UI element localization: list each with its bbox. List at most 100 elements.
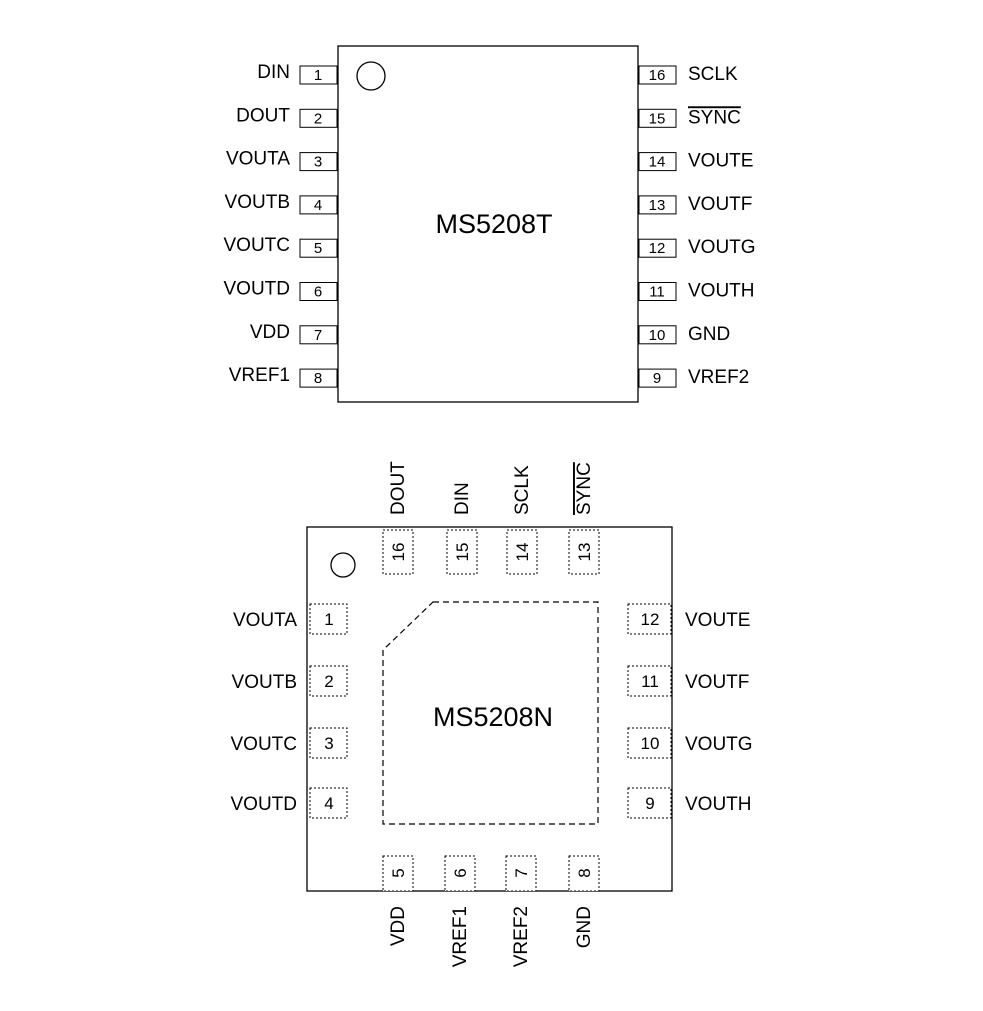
pin-name: GND [688, 324, 730, 345]
pin-number: 13 [575, 543, 594, 562]
pin-pad [299, 65, 338, 85]
pin-pad [505, 855, 537, 892]
pin-pad [382, 529, 414, 575]
pin-number: 9 [645, 794, 654, 813]
pin: 9 VREF2 [638, 367, 749, 388]
pin-name: VREF2 [688, 367, 749, 388]
pin-name: VOUTB [232, 672, 297, 693]
pin-pad [382, 855, 414, 892]
pin-number: 1 [324, 610, 333, 629]
pin-pad [638, 152, 677, 172]
pin-name: DOUT [388, 461, 409, 515]
pin-name: GND [574, 906, 595, 948]
pin-name: VREF1 [450, 906, 471, 967]
pin-number: 16 [649, 67, 666, 84]
pin-number: 5 [389, 868, 408, 877]
pin-pad [299, 108, 338, 128]
pin-pad [506, 529, 538, 575]
pin-pad [309, 603, 348, 635]
pin-number: 3 [324, 734, 333, 753]
pin-name: SCLK [688, 64, 738, 85]
pin-name: VOUTC [231, 734, 298, 755]
pin-name: VREF1 [229, 365, 290, 386]
pin: 16 SCLK [638, 64, 738, 85]
pin-number: 15 [649, 110, 666, 127]
pin-name: VREF2 [511, 906, 532, 967]
pin-number: 6 [314, 284, 322, 301]
pin-pad [638, 368, 677, 388]
pin-pad [638, 238, 677, 258]
pin-name: SCLK [512, 465, 533, 515]
pin-number: 6 [451, 868, 470, 877]
pin-name: DIN [452, 482, 473, 515]
pin-pad [309, 665, 348, 697]
pin-number: 15 [453, 543, 472, 562]
pin-number: 7 [512, 868, 531, 877]
pin-pad [638, 195, 677, 215]
pin-pad [627, 665, 672, 697]
pin-name: DOUT [236, 105, 290, 126]
pin-number: 13 [649, 197, 666, 214]
pin: 3 VOUTC [231, 727, 348, 759]
pin-number: 11 [649, 284, 665, 301]
tssop-package: MS5208T 1DIN2DOUT3VOUTA4VOUTB5VOUTC6VOUT… [224, 45, 756, 403]
pin-number: 12 [649, 240, 666, 257]
pin-number: 5 [314, 240, 322, 257]
pin-pad [627, 603, 672, 635]
pin-number: 8 [575, 868, 594, 877]
pin-number: 1 [314, 67, 322, 84]
pin-name: VOUTA [226, 149, 290, 170]
pin1-marker-circle [356, 61, 386, 91]
tssop-body [337, 45, 639, 403]
pin-name: VOUTA [233, 610, 297, 631]
pin-number: 12 [641, 610, 660, 629]
pin-pad [299, 368, 338, 388]
tssop-left-pins: 1DIN2DOUT3VOUTA4VOUTB5VOUTC6VOUTD7VDD8VR… [224, 62, 338, 388]
pin-pad [299, 238, 338, 258]
pin-name: VDD [388, 906, 409, 946]
pin-number: 10 [649, 327, 666, 344]
pin-name: VOUTH [688, 281, 755, 302]
pin-pad [638, 65, 677, 85]
pin-name: VOUTF [685, 672, 749, 693]
pin: 13 VOUTF [638, 194, 752, 215]
pin-number: 7 [314, 327, 322, 344]
pin-number: 9 [653, 370, 661, 387]
pin-pad [568, 855, 600, 892]
pin-number: 8 [314, 370, 322, 387]
pin-name: VOUTF [688, 194, 752, 215]
pin-pad [309, 727, 348, 759]
pin-number: 10 [641, 734, 660, 753]
qfn-body [306, 526, 673, 892]
pin-name: VOUTE [688, 151, 753, 172]
tssop-part-number: MS5208T [435, 209, 552, 239]
pin-name: VOUTD [231, 794, 298, 815]
pin-pad [299, 195, 338, 215]
pin-pad [299, 152, 338, 172]
pin-pad [446, 529, 478, 575]
pin: 3 VOUTA [226, 149, 338, 172]
pin-number: 4 [314, 197, 322, 214]
pin-name: VOUTC [224, 235, 291, 256]
exposed-pad-outline [382, 601, 599, 825]
pin-number: 3 [314, 154, 322, 171]
